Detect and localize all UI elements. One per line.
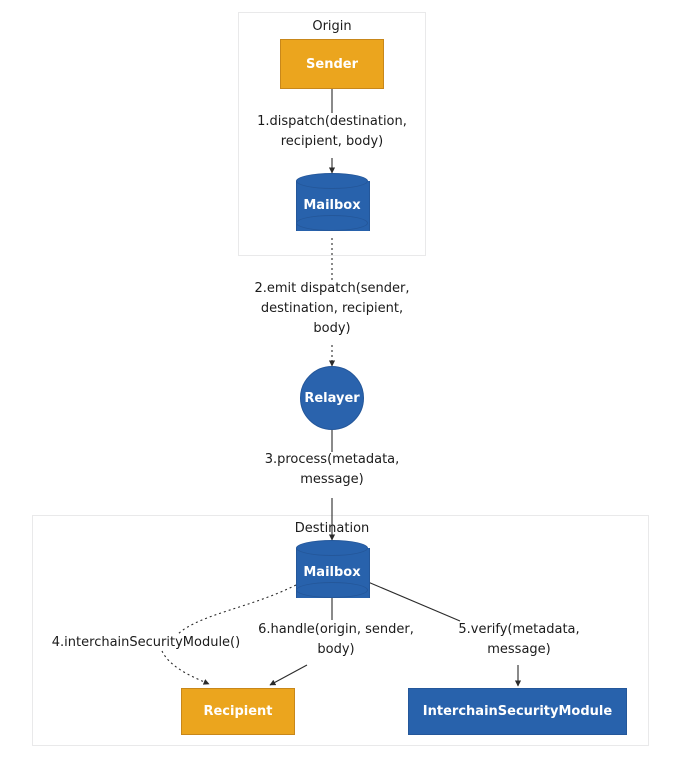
node-destination-mailbox[interactable]: Mailbox — [296, 540, 370, 606]
node-origin-mailbox[interactable]: Mailbox — [296, 173, 370, 239]
node-recipient[interactable]: Recipient — [181, 688, 295, 735]
group-destination-label: Destination — [294, 521, 370, 536]
node-sender-label: Sender — [306, 56, 358, 72]
node-interchain-security-module[interactable]: InterchainSecurityModule — [408, 688, 627, 735]
edge-label-3: 3.process(metadata, message) — [264, 452, 400, 487]
node-relayer-label: Relayer — [304, 390, 360, 406]
edge-label-6: 6.handle(origin, sender, body) — [258, 622, 414, 657]
node-recipient-label: Recipient — [203, 704, 273, 719]
edge-label-4: 4.interchainSecurityModule() — [51, 635, 241, 650]
node-relayer[interactable]: Relayer — [300, 366, 364, 430]
node-origin-mailbox-label: Mailbox — [303, 198, 361, 213]
edge-label-2: 2.emit dispatch(sender, destination, rec… — [254, 281, 410, 336]
node-destination-mailbox-label: Mailbox — [303, 565, 361, 580]
edge-label-1: 1.dispatch(destination, recipient, body) — [257, 114, 407, 149]
node-interchain-security-module-label: InterchainSecurityModule — [422, 704, 613, 719]
edge-5-verify — [367, 581, 522, 687]
edge-6-handle — [269, 596, 333, 686]
node-sender[interactable]: Sender — [280, 39, 384, 89]
group-origin-label: Origin — [312, 19, 352, 34]
edge-label-5: 5.verify(metadata, message) — [458, 622, 580, 657]
edge-4-interchain-security-module — [161, 584, 297, 685]
